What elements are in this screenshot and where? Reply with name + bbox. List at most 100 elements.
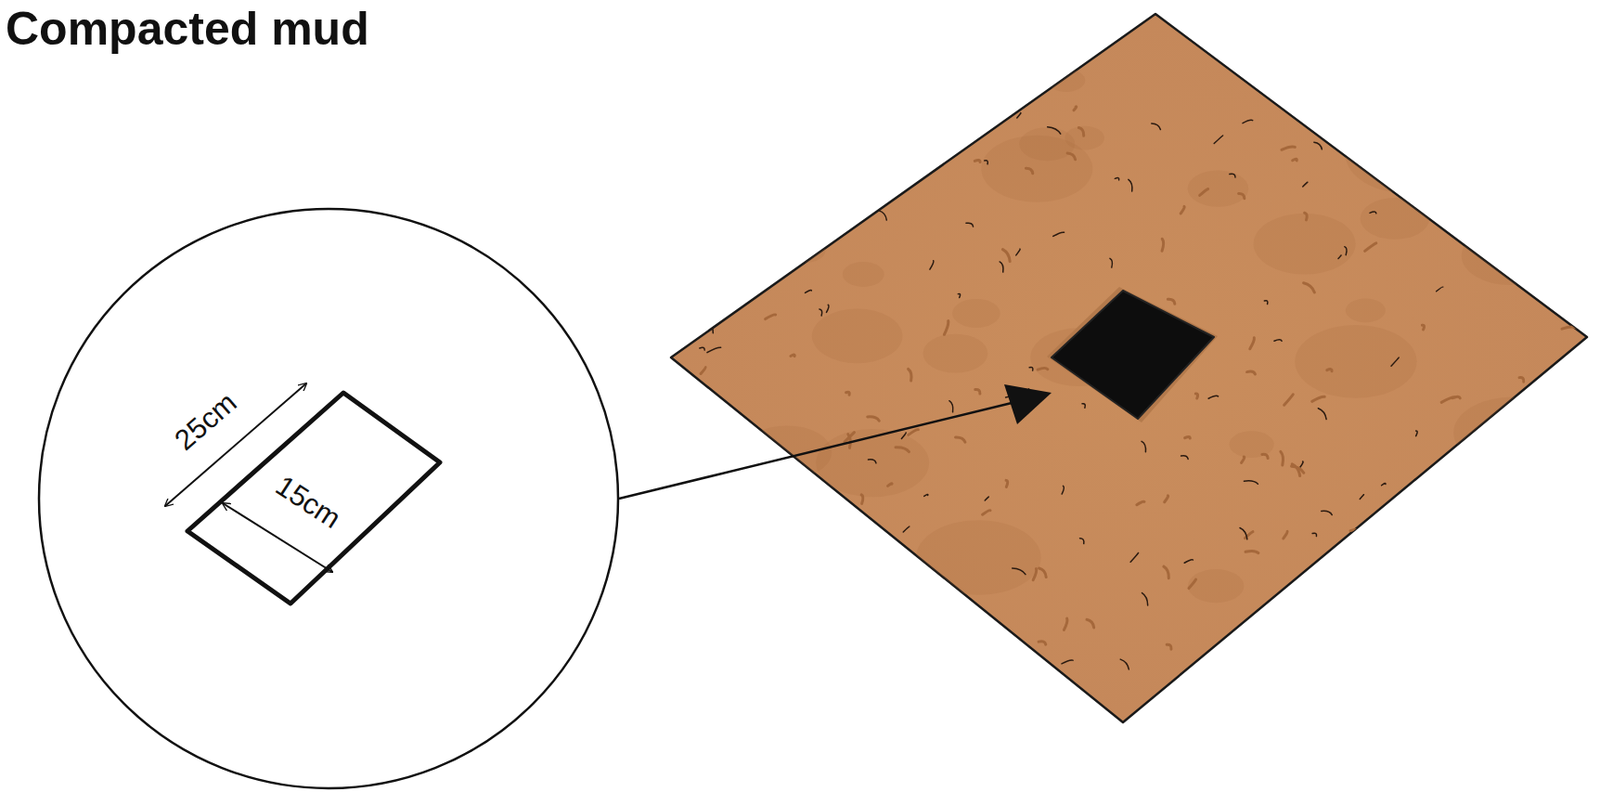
mud-fleck: [1438, 78, 1443, 90]
mud-fleck: [1166, 644, 1172, 649]
mud-fleck: [1016, 248, 1020, 256]
mud-shade: [1019, 127, 1075, 161]
mud-fleck: [753, 58, 759, 61]
mud-shade: [664, 49, 738, 93]
mud-fleck: [846, 391, 851, 395]
mud-fleck: [924, 493, 929, 496]
title: Compacted mud: [5, 1, 370, 56]
mud-fleck: [709, 487, 718, 491]
mud-fleck: [1080, 538, 1084, 544]
mud-fleck: [1247, 371, 1256, 375]
mud-fleck: [1314, 141, 1323, 150]
mud-shade: [806, 116, 920, 185]
mud-fleck: [1292, 158, 1298, 161]
mud-fleck: [707, 347, 722, 352]
mud-shade: [1345, 116, 1473, 194]
mud-fleck: [1504, 524, 1512, 536]
mud-fleck: [984, 496, 989, 501]
mud-fleck: [941, 719, 947, 722]
mud-fleck: [1280, 451, 1284, 465]
mud-fleck: [1128, 179, 1133, 192]
mud-fleck: [1300, 461, 1304, 467]
mud-shade: [1345, 297, 1386, 323]
mud-fleck: [936, 710, 940, 718]
mud-fleck: [724, 8, 732, 20]
mud-shade: [1275, 675, 1405, 754]
mud-fleck: [868, 459, 877, 464]
mud-fleck: [1555, 411, 1559, 417]
mud-fleck: [791, 127, 800, 131]
mud-fleck: [1130, 552, 1138, 562]
mud-fleck: [1344, 246, 1347, 256]
mud-fleck: [929, 260, 934, 270]
mud-fleck: [1356, 80, 1360, 90]
mud-fleck: [830, 73, 833, 85]
mud-fleck: [796, 501, 800, 504]
mud-fleck: [733, 167, 739, 181]
mud-fleck: [1491, 163, 1494, 177]
mud-fleck: [1516, 588, 1523, 595]
mud-fleck: [1184, 559, 1193, 564]
mud-fleck: [1237, 664, 1244, 677]
mud-fleck: [1047, 127, 1061, 134]
mud-fleck: [878, 210, 887, 220]
mud-fleck: [1499, 451, 1503, 464]
mud-fleck: [1274, 339, 1282, 342]
mud-fleck: [1350, 529, 1362, 531]
mud-shade: [1297, 8, 1367, 50]
mud-fleck: [1242, 119, 1253, 123]
mud-fleck: [1532, 60, 1535, 66]
mud-fleck: [679, 453, 682, 466]
mud-shade: [1264, 29, 1374, 96]
mud-fleck: [710, 114, 716, 117]
mud-fleck: [1304, 212, 1308, 220]
mud-shade: [1453, 396, 1573, 468]
mud-shade: [731, 613, 812, 662]
mud-fleck: [1142, 593, 1149, 607]
mud-fleck: [1136, 501, 1145, 505]
mud-fleck: [1213, 135, 1223, 144]
mud-shade: [1187, 169, 1250, 207]
mud-fleck: [700, 367, 706, 375]
mud-fleck: [1400, 637, 1411, 646]
mud-fleck: [707, 143, 718, 149]
mud-fleck: [1469, 201, 1473, 209]
mud-fleck: [1321, 510, 1333, 515]
mud-fleck: [1312, 396, 1326, 401]
mud-fleck: [1319, 700, 1327, 710]
mud-fleck: [1515, 19, 1522, 26]
mud-fleck: [999, 261, 1004, 272]
mud-shade: [636, 658, 748, 725]
mud-fleck: [1338, 255, 1342, 259]
mud-fleck: [1180, 206, 1185, 214]
mud-fleck: [1181, 455, 1189, 460]
mud-fleck: [1002, 249, 1010, 262]
mud-fleck: [1348, 686, 1351, 693]
mud-fleck: [1188, 579, 1197, 588]
mud-fleck: [1032, 568, 1037, 581]
mud-fleck: [1469, 508, 1471, 514]
mud-fleck: [1317, 408, 1327, 420]
mud-fleck: [1029, 366, 1033, 371]
mud-fleck: [1549, 645, 1552, 656]
mud-shade: [812, 309, 904, 364]
mud-fleck: [1463, 116, 1477, 119]
mud-fleck: [1376, 690, 1382, 694]
mud-fleck: [1067, 153, 1076, 160]
mud-fleck: [1285, 709, 1288, 714]
mud-fleck: [1245, 550, 1259, 553]
mud-fleck: [753, 465, 762, 471]
mud-fleck: [1509, 480, 1513, 495]
mud-fleck: [1321, 575, 1327, 578]
mud-fleck: [1481, 684, 1495, 689]
mud-shade: [815, 428, 930, 497]
mud-fleck: [777, 597, 787, 609]
mud-fleck: [888, 483, 893, 487]
hole-rim: [1046, 286, 1218, 423]
mud-fleck: [1455, 123, 1464, 126]
mud-fleck: [1460, 715, 1473, 720]
mud-fleck: [1425, 658, 1435, 665]
mud-fleck: [1037, 367, 1048, 370]
mud-fleck: [675, 668, 678, 674]
mud-fleck: [765, 314, 776, 320]
